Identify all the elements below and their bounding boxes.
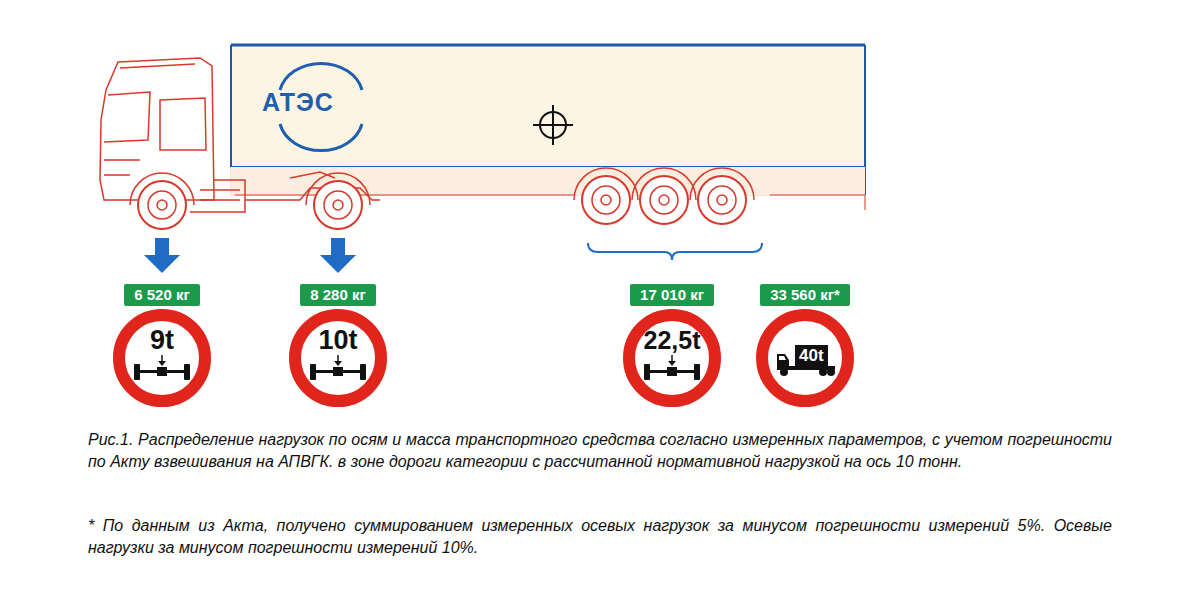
trailer-front-edge (230, 45, 232, 167)
weight-value: 6 520 кг (134, 284, 190, 306)
weight-badge: 6 520 кг (124, 284, 200, 306)
axle-load-sign: 22,5t (622, 308, 722, 408)
axle-icon (644, 355, 700, 380)
logo-arc (280, 124, 362, 151)
weight-badge: 33 560 кг* (760, 284, 850, 306)
weight-value: 8 280 кг (310, 284, 366, 306)
axle-group-bracket (588, 243, 762, 260)
limit-value: 9t (112, 326, 212, 354)
wheel-arches (130, 168, 754, 205)
sign-ring (288, 308, 388, 408)
weight-limit-sign: 40t (755, 308, 855, 408)
footnote: * По данным из Акта, получено суммирован… (88, 515, 1112, 559)
weight-value: 17 010 кг (640, 284, 704, 306)
trailer-body (231, 45, 865, 195)
sign-ring (622, 308, 722, 408)
company-logo: АТЭС (262, 88, 334, 117)
axle-icon (134, 355, 190, 380)
weight-value: 33 560 кг* (770, 284, 840, 306)
axle-load-sign: 10t (288, 308, 388, 408)
logo-arc (280, 63, 362, 90)
limit-value: 22,5t (622, 326, 722, 354)
load-arrow (144, 238, 180, 273)
sign-ring (112, 308, 212, 408)
weight-badge: 8 280 кг (300, 284, 376, 306)
wheels (138, 176, 746, 229)
axle-load-sign: 9t (112, 308, 212, 408)
limit-value: 40t (795, 345, 828, 367)
figure-caption: Рис.1. Распределение нагрузок по осям и … (88, 429, 1112, 473)
load-arrow (320, 238, 356, 273)
center-of-mass (533, 105, 573, 145)
trailer-top-edge (231, 44, 865, 47)
limit-value: 10t (288, 326, 388, 354)
weight-badge: 17 010 кг (630, 284, 714, 306)
axle-icon (310, 355, 366, 380)
